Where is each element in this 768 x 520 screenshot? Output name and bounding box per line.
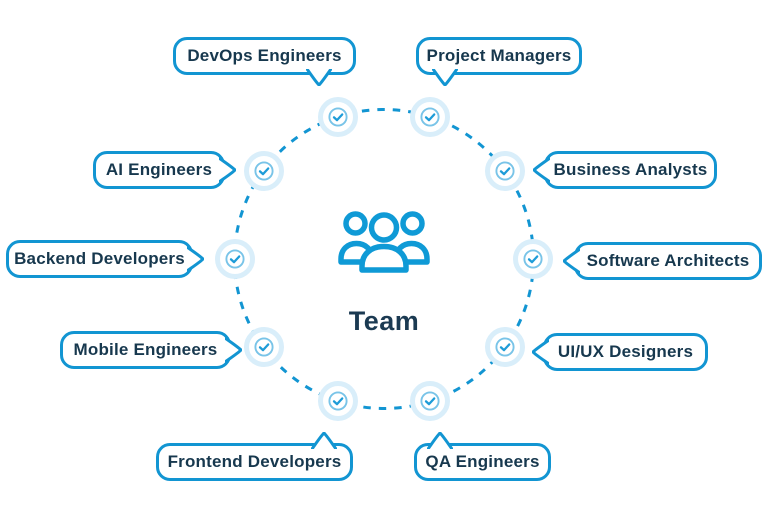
check-icon	[328, 107, 348, 127]
team-people-icon	[338, 211, 430, 273]
check-node-frontend-developers	[318, 381, 358, 421]
bubble-tail	[311, 432, 337, 449]
check-node-business-analysts	[485, 151, 525, 191]
role-bubble-qa-engineers: QA Engineers	[414, 432, 551, 481]
role-bubble-software-architects: Software Architects	[563, 242, 762, 280]
check-icon	[420, 391, 440, 411]
role-label: UI/UX Designers	[557, 342, 694, 361]
check-node-qa-engineers	[410, 381, 450, 421]
check-node-project-managers	[410, 97, 450, 137]
check-icon	[254, 161, 274, 181]
role-bubble-ai-engineers: AI Engineers	[93, 151, 236, 189]
bubble-tail	[533, 157, 550, 183]
role-bubble-business-analysts: Business Analysts	[533, 151, 717, 189]
role-label: Business Analysts	[553, 160, 708, 179]
check-icon	[420, 107, 440, 127]
role-bubble-devops-engineers: DevOps Engineers	[173, 37, 356, 86]
check-icon	[495, 161, 515, 181]
bubble-tail	[187, 246, 204, 272]
role-label: Frontend Developers	[167, 452, 342, 471]
role-label: QA Engineers	[425, 452, 540, 471]
role-label: Software Architects	[586, 251, 750, 270]
bubble-tail	[225, 337, 242, 363]
bubble-tail	[427, 432, 453, 449]
check-node-uiux-designers	[485, 327, 525, 367]
check-node-ai-engineers	[244, 151, 284, 191]
check-icon	[328, 391, 348, 411]
check-icon	[254, 337, 274, 357]
check-icon	[495, 337, 515, 357]
bubble-tail	[432, 69, 458, 86]
role-bubble-frontend-developers: Frontend Developers	[156, 432, 353, 481]
check-icon	[523, 249, 543, 269]
role-bubble-backend-developers: Backend Developers	[6, 240, 204, 278]
bubble-tail	[563, 248, 580, 274]
team-label: Team	[348, 306, 420, 336]
role-label: Backend Developers	[14, 249, 185, 268]
role-bubble-mobile-engineers: Mobile Engineers	[60, 331, 242, 369]
role-label: Mobile Engineers	[73, 340, 218, 359]
role-bubble-uiux-designers: UI/UX Designers	[532, 333, 708, 371]
check-icon	[225, 249, 245, 269]
check-node-backend-developers	[215, 239, 255, 279]
check-node-devops-engineers	[318, 97, 358, 137]
bubble-tail	[532, 339, 549, 365]
role-label: DevOps Engineers	[187, 46, 342, 65]
check-node-software-architects	[513, 239, 553, 279]
role-bubble-project-managers: Project Managers	[416, 37, 582, 86]
bubble-tail	[219, 157, 236, 183]
check-node-mobile-engineers	[244, 327, 284, 367]
role-label: Project Managers	[426, 46, 572, 65]
role-label: AI Engineers	[105, 160, 213, 179]
bubble-tail	[306, 69, 332, 86]
